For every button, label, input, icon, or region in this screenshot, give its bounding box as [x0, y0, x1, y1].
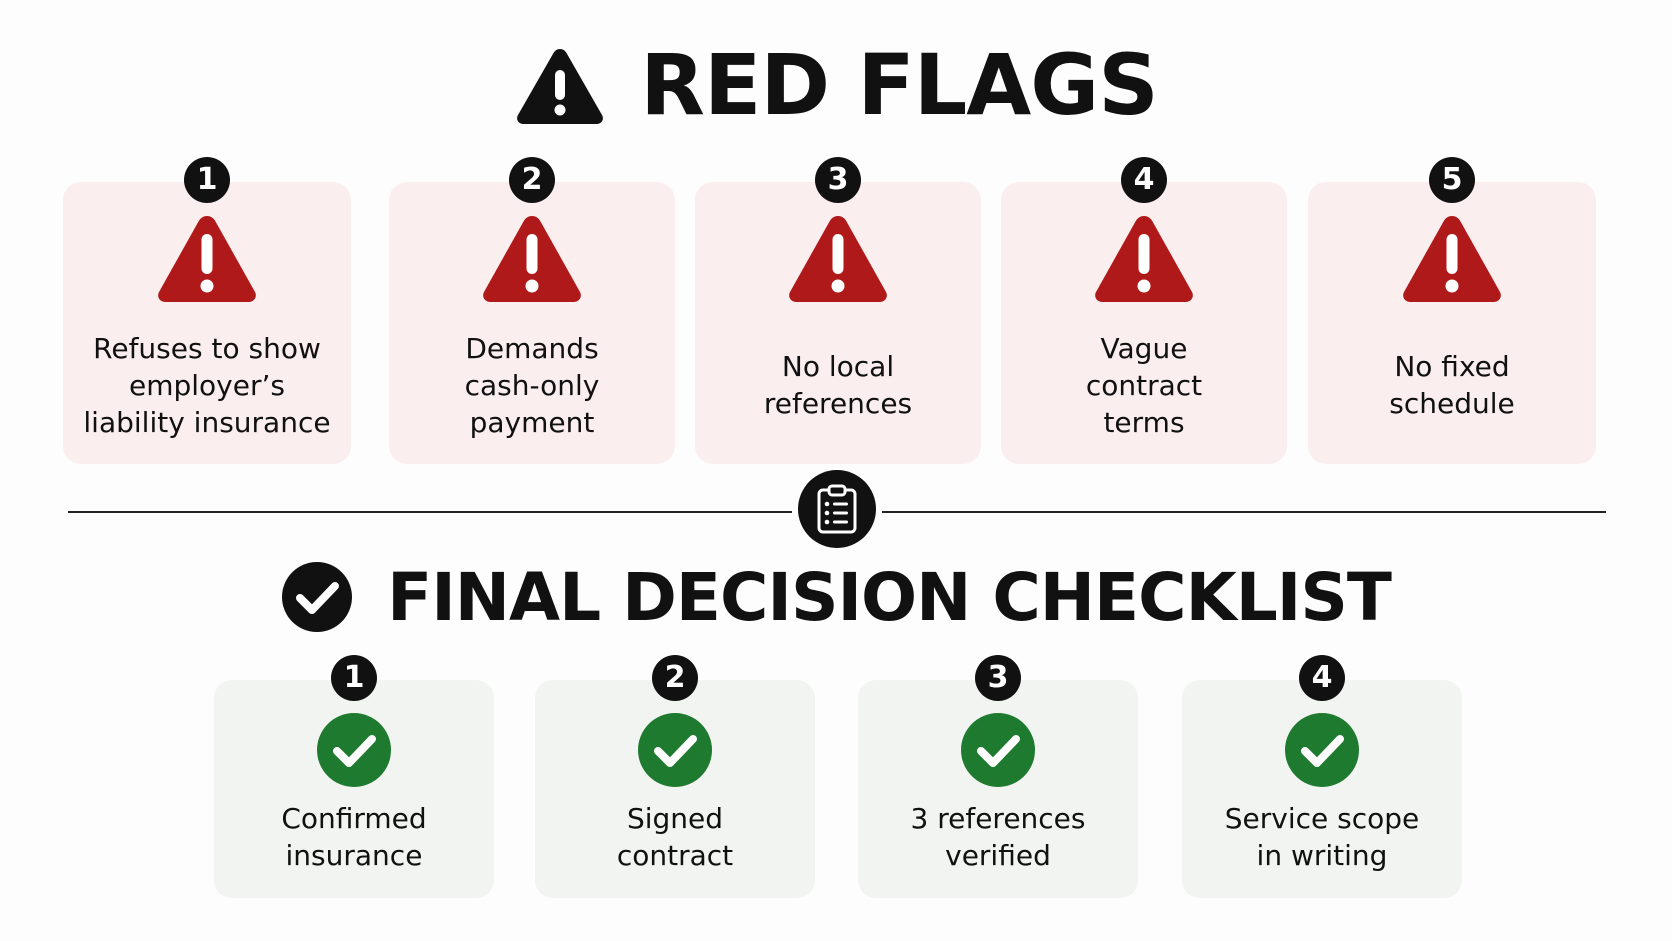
checklist-card-2: 2 Signed contract: [535, 655, 815, 898]
checklist-text: Signed contract: [616, 802, 734, 872]
check-circle-icon: [281, 561, 353, 633]
red-flag-card-2: 2 Demands cash-only payment: [389, 157, 675, 464]
checklist-card-3: 3 3 references verified: [858, 655, 1138, 898]
divider-line-right: [882, 511, 1606, 513]
red-flag-text: No local references: [763, 350, 913, 420]
red-flag-card-1: 1 Refuses to show employer’s liability i…: [63, 157, 351, 464]
checklist-text: 3 references verified: [910, 802, 1086, 872]
checklist-text: Confirmed insurance: [281, 802, 427, 872]
red-flag-text: Vague contract terms: [1085, 331, 1203, 439]
red-flag-card-4: 4 Vague contract terms: [1001, 157, 1287, 464]
red-flag-text: Refuses to show employer’s liability ins…: [83, 331, 331, 439]
checklist-card-4: 4 Service scope in writing: [1182, 655, 1462, 898]
divider-line-left: [68, 511, 792, 513]
check-circle-icon: [1284, 712, 1360, 788]
checklist-title: FINAL DECISION CHECKLIST: [387, 558, 1392, 636]
red-flag-card-3: 3 No local references: [695, 157, 981, 464]
warning-triangle-icon: [1092, 212, 1196, 306]
number-badge: 3: [975, 655, 1021, 701]
red-flags-heading: RED FLAGS: [0, 36, 1672, 134]
warning-triangle-icon: [155, 212, 259, 306]
red-flag-text: Demands cash-only payment: [464, 331, 600, 439]
number-badge: 1: [331, 655, 377, 701]
checklist-text: Service scope in writing: [1224, 802, 1420, 872]
number-badge: 2: [509, 157, 555, 203]
check-circle-icon: [316, 712, 392, 788]
red-flag-card-5: 5 No fixed schedule: [1308, 157, 1596, 464]
number-badge: 4: [1299, 655, 1345, 701]
warning-triangle-icon: [786, 212, 890, 306]
number-badge: 5: [1429, 157, 1475, 203]
red-flag-text: No fixed schedule: [1389, 350, 1515, 420]
warning-triangle-icon: [480, 212, 584, 306]
number-badge: 2: [652, 655, 698, 701]
number-badge: 1: [184, 157, 230, 203]
clipboard-list-icon: [798, 470, 876, 548]
check-circle-icon: [960, 712, 1036, 788]
number-badge: 3: [815, 157, 861, 203]
warning-triangle-icon: [1400, 212, 1504, 306]
check-circle-icon: [637, 712, 713, 788]
checklist-card-1: 1 Confirmed insurance: [214, 655, 494, 898]
number-badge: 4: [1121, 157, 1167, 203]
checklist-heading: FINAL DECISION CHECKLIST: [0, 557, 1672, 637]
red-flags-title: RED FLAGS: [640, 36, 1158, 134]
warning-triangle-icon: [514, 44, 606, 126]
